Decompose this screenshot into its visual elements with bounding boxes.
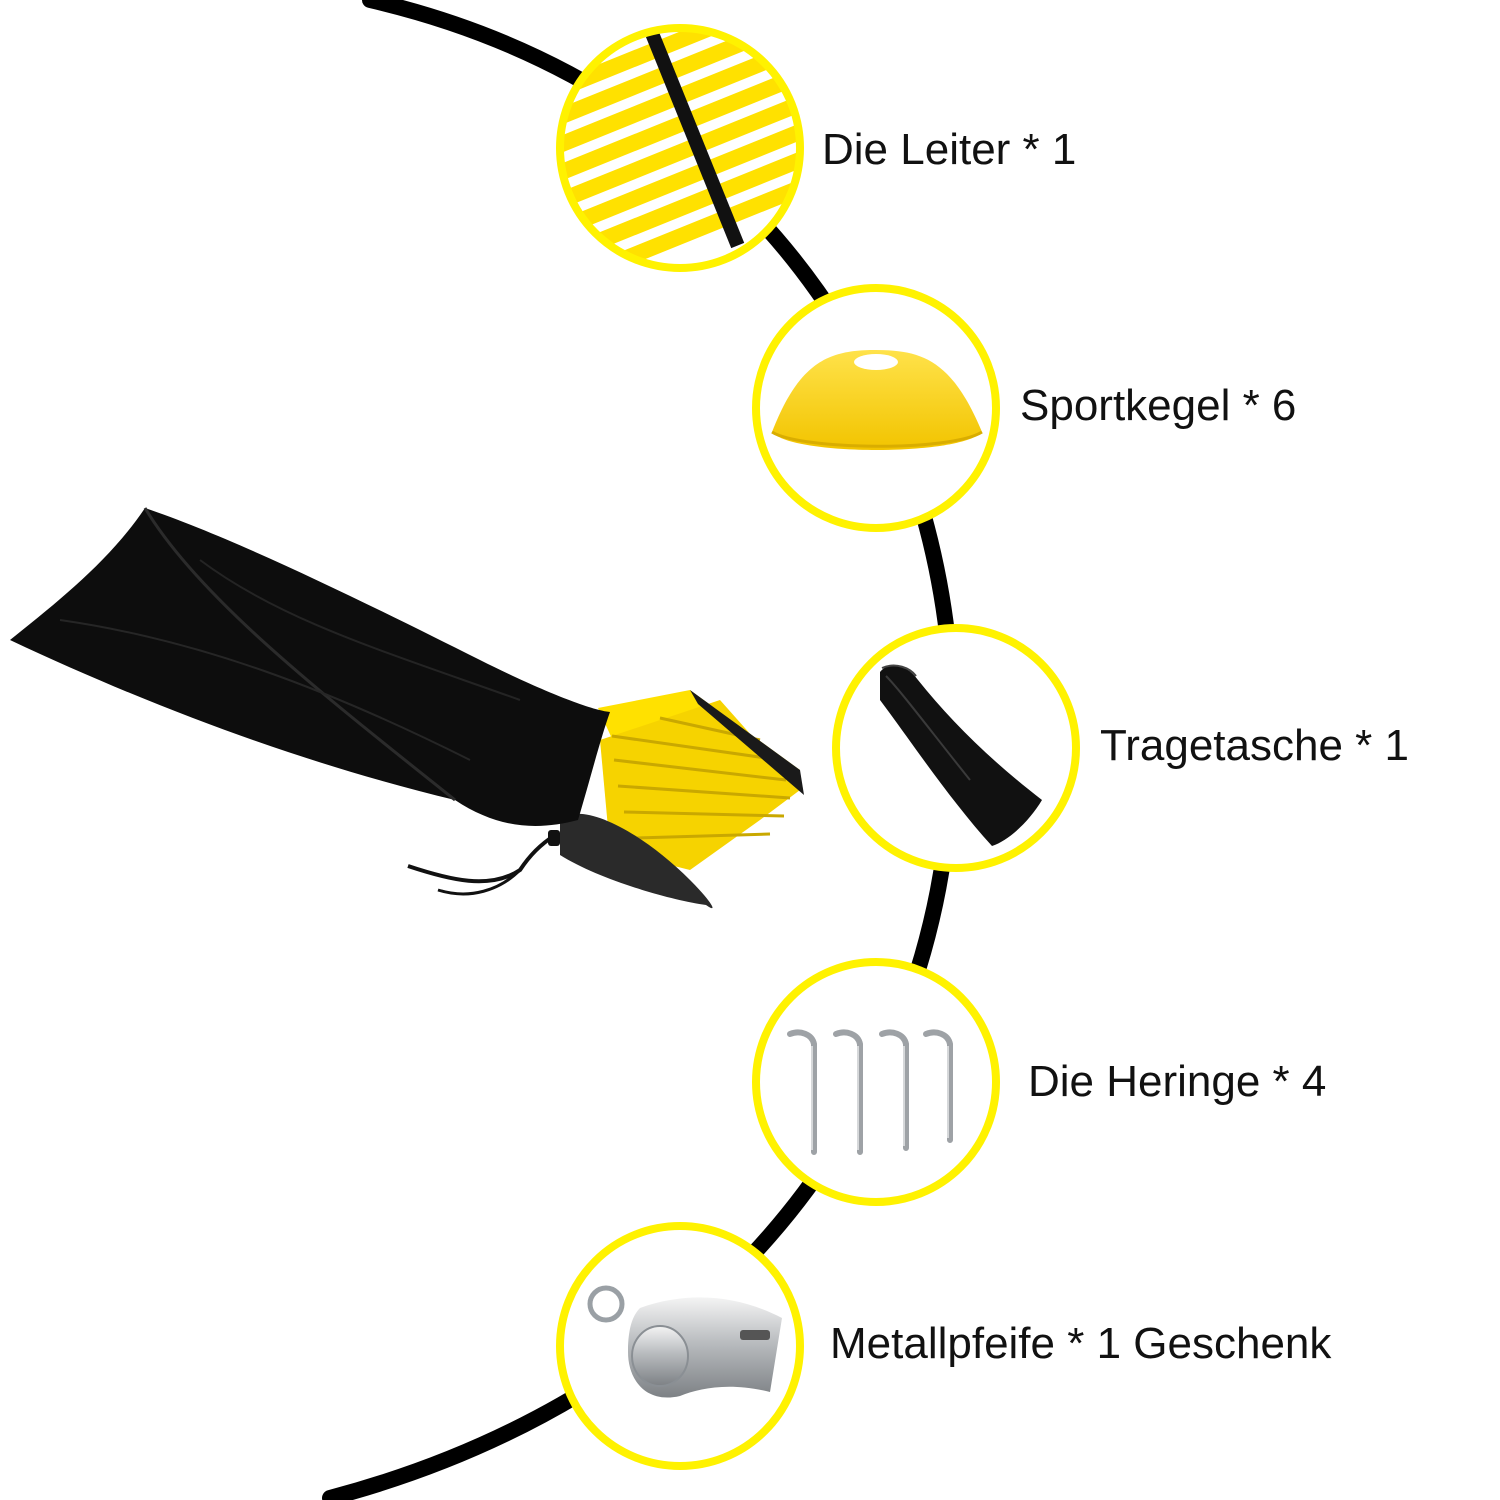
bag-with-ladder-illustration (10, 507, 804, 909)
ground-pegs-icon (752, 958, 1000, 1206)
mesh-pocket (560, 813, 713, 909)
cone-icon (752, 284, 1000, 532)
metal-whistle-icon (556, 1222, 804, 1470)
item-label-cones: Sportkegel * 6 (1020, 381, 1297, 430)
item-label-ladder: Die Leiter * 1 (822, 125, 1077, 174)
carry-bag-icon (832, 624, 1080, 872)
ladder-rungs (598, 690, 804, 870)
item-label-pegs: Die Heringe * 4 (1028, 1057, 1327, 1106)
drawstring-cord (407, 833, 557, 884)
bag-body (10, 508, 610, 826)
item-label-whistle: Metallpfeife * 1 Geschenk (830, 1319, 1332, 1368)
item-label-carry-bag: Tragetasche * 1 (1100, 721, 1409, 770)
